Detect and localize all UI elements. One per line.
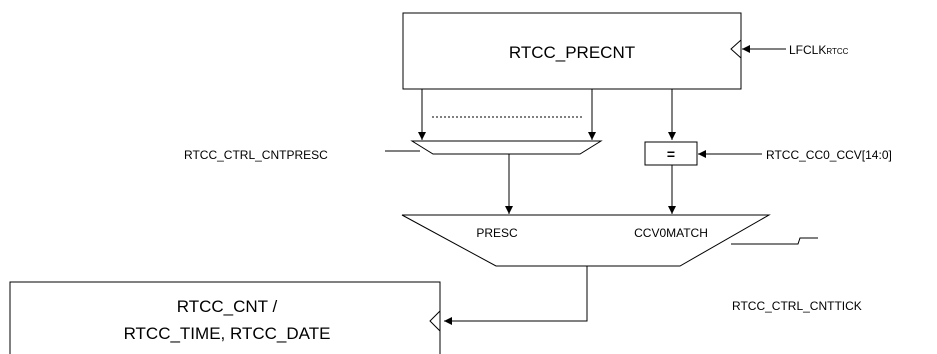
compare-symbol: = [667,146,675,162]
compare-block [644,141,698,166]
cnt-clock-edge-symbol [429,310,441,332]
cnt-block [9,281,441,354]
clock-input-label: LFCLKRTCC [789,43,849,57]
mux-to-cnt-arrow [444,266,588,325]
tick-mux [401,214,771,267]
cntpresc-label: RTCC_CTRL_CNTPRESC [184,148,328,162]
mux-input-presc: PRESC [476,226,518,240]
precnt-block [402,12,742,90]
precnt-label: RTCC_PRECNT [509,43,635,62]
clock-edge-symbol [730,39,742,59]
cc0-ccv-label: RTCC_CC0_CCV[14:0] [766,148,892,162]
cnttick-label: RTCC_CTRL_CNTTICK [732,299,862,313]
presc-mux [410,140,603,155]
cnt-label-line1: RTCC_CNT / [177,297,278,316]
cnt-label-line2: RTCC_TIME, RTCC_DATE [124,324,331,343]
mux-input-ccv0match: CCV0MATCH [634,226,708,240]
cnttick-select-line [731,237,818,245]
